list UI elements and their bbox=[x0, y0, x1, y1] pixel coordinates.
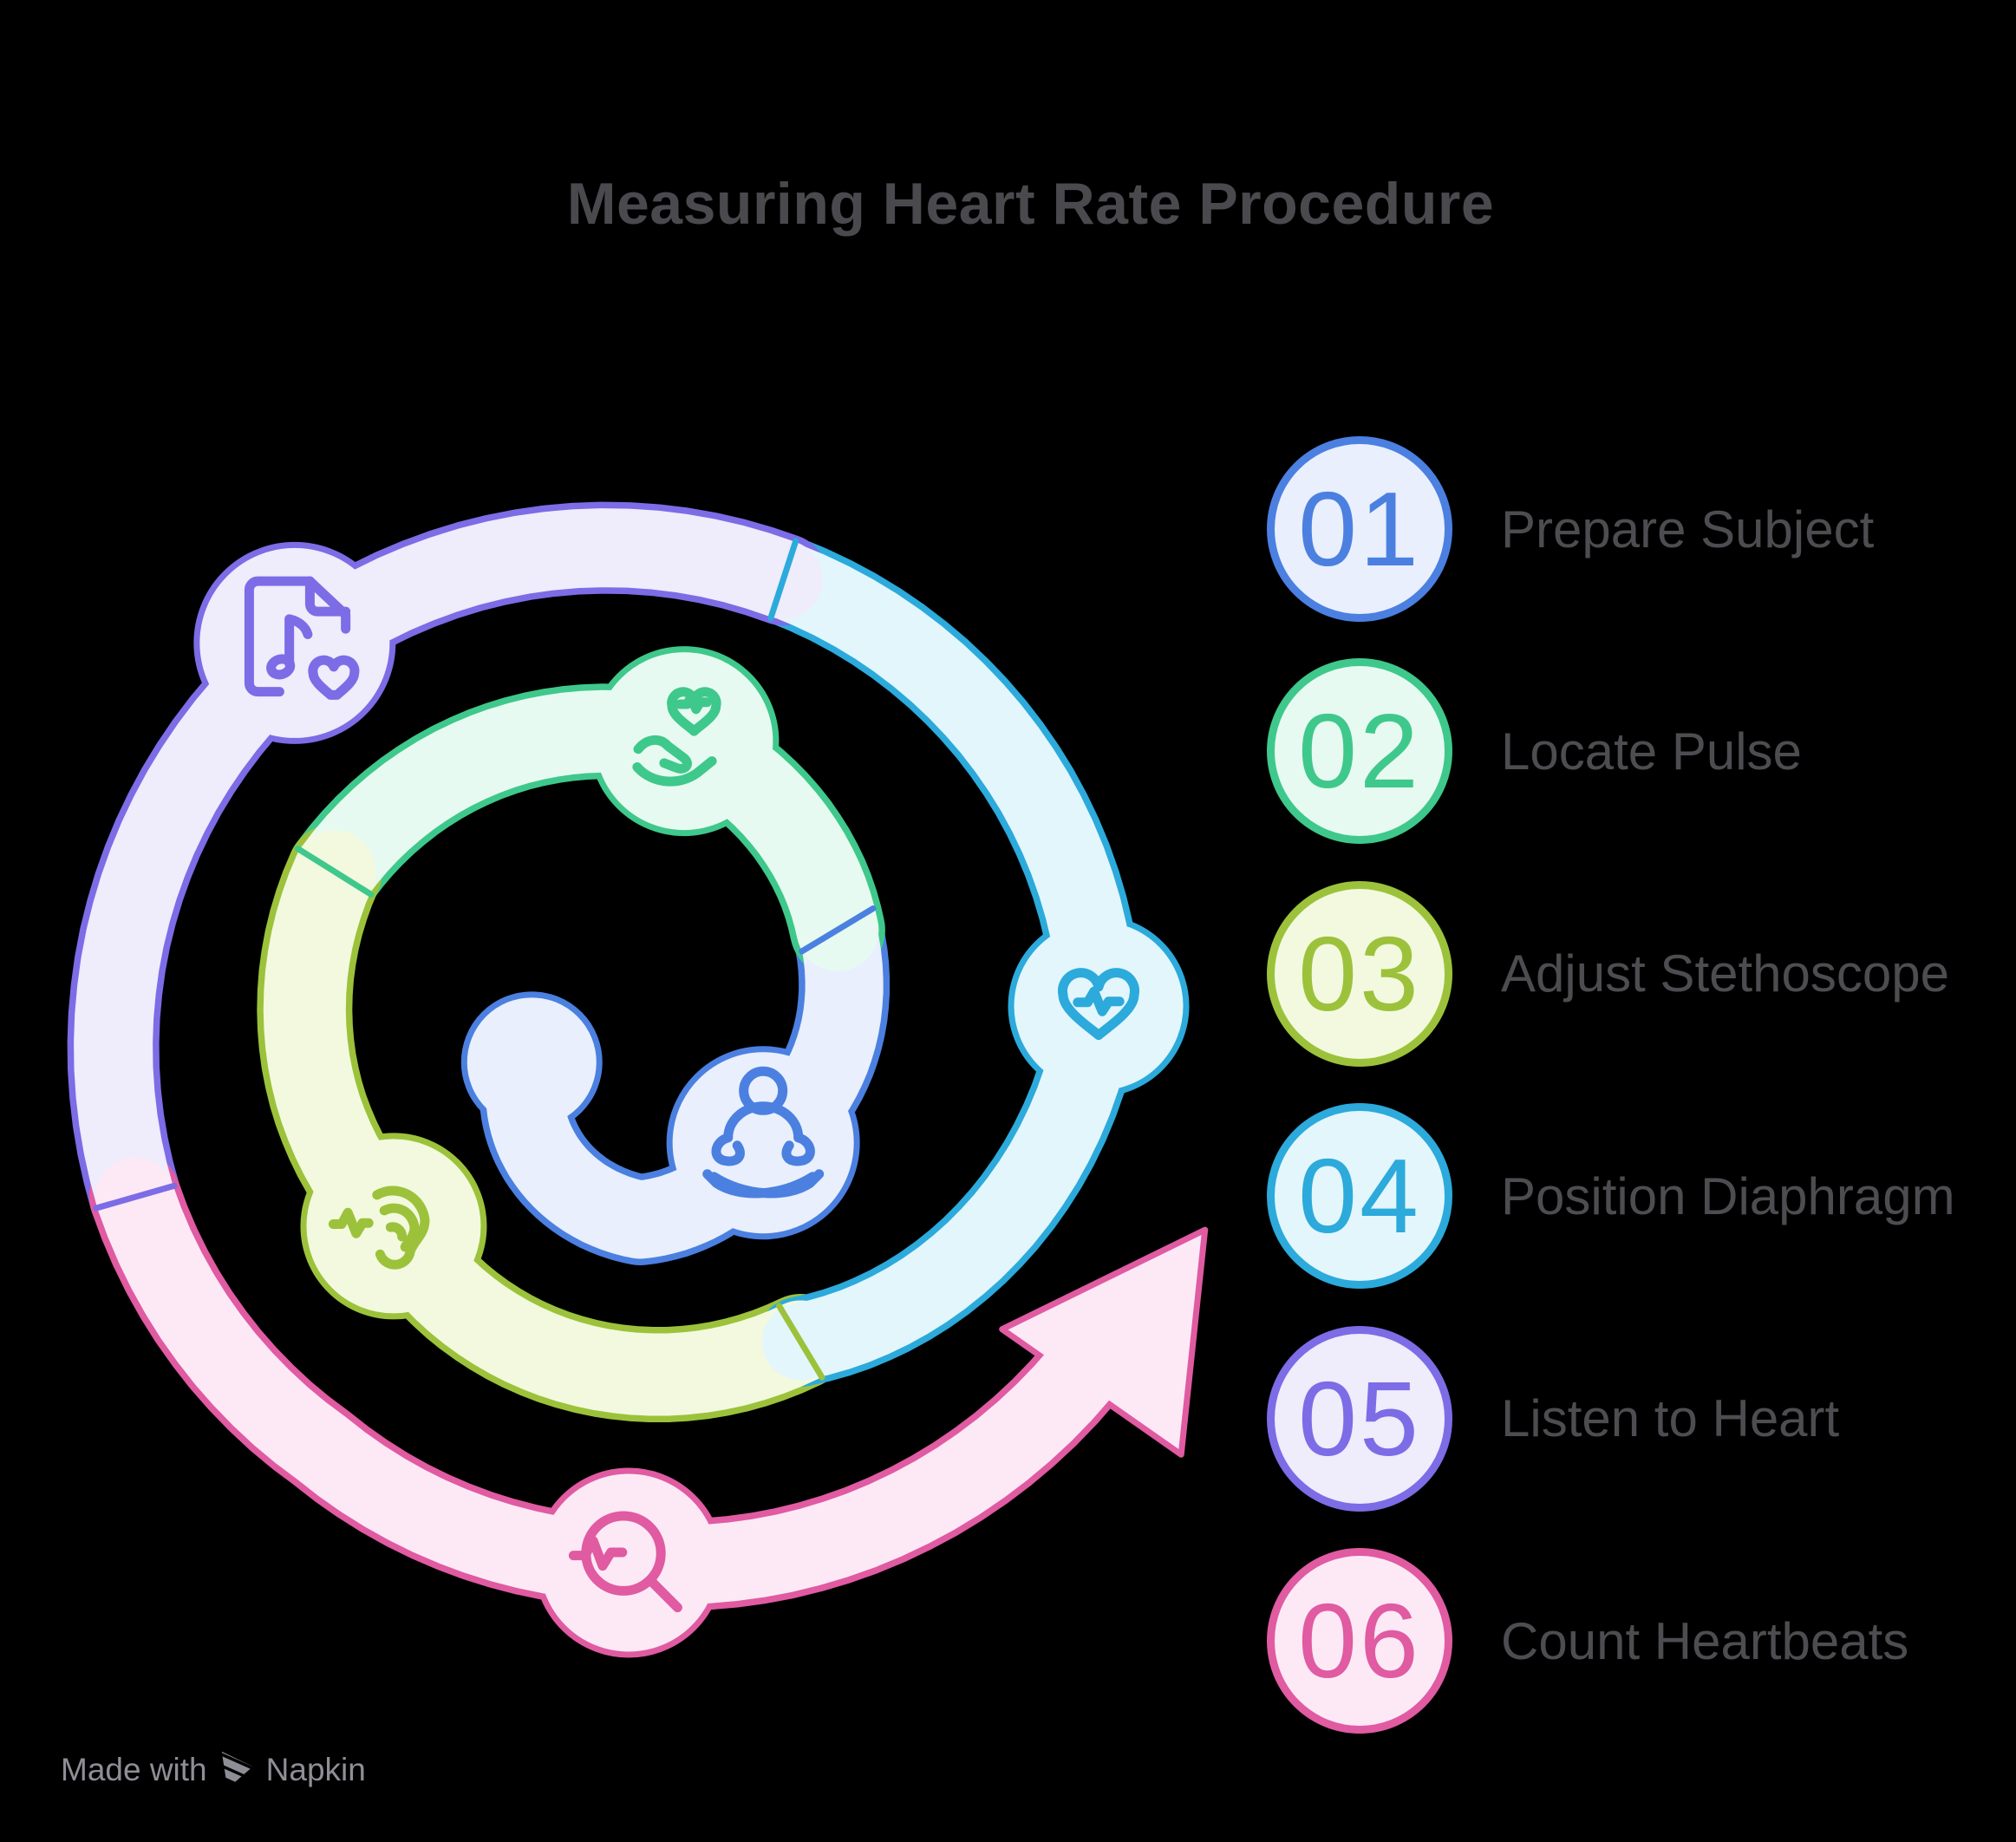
step-row: 06 Count Heartbeats bbox=[1267, 1548, 1908, 1734]
step-number-badge: 01 bbox=[1267, 436, 1452, 622]
step-label: Locate Pulse bbox=[1501, 722, 1802, 781]
segment-boundary bbox=[776, 1303, 825, 1381]
segment-boundary bbox=[799, 905, 877, 955]
step-number-badge: 06 bbox=[1267, 1548, 1452, 1734]
spiral-band-fill-06 bbox=[95, 1157, 1139, 1604]
watermark-text: Made with bbox=[61, 1752, 207, 1787]
spiral-band-fill-03 bbox=[263, 830, 842, 1416]
step-label: Position Diaphragm bbox=[1501, 1166, 1955, 1225]
step-row: 03 Adjust Stethoscope bbox=[1267, 880, 1950, 1067]
step-row: 02 Locate Pulse bbox=[1267, 658, 1802, 845]
spiral-band-fill-02 bbox=[293, 689, 879, 971]
step-label: Prepare Subject bbox=[1501, 500, 1875, 558]
step-label: Count Heartbeats bbox=[1501, 1611, 1909, 1670]
step-label: Adjust Stethoscope bbox=[1501, 944, 1950, 1003]
spiral-band-fill-05 bbox=[74, 508, 823, 1237]
heart-pulse-icon bbox=[1058, 968, 1139, 1041]
hand-holding-heart-icon bbox=[632, 687, 721, 787]
step-label: Listen to Heart bbox=[1501, 1389, 1840, 1448]
segment-boundary bbox=[93, 1182, 178, 1212]
step-row: 01 Prepare Subject bbox=[1267, 436, 1874, 622]
segment-boundary bbox=[767, 538, 799, 622]
step-row: 04 Position Diaphragm bbox=[1267, 1103, 1955, 1290]
magnifier-pulse-icon bbox=[568, 1511, 682, 1613]
page-title: Measuring Heart Rate Procedure bbox=[566, 170, 1495, 237]
meditating-person-icon bbox=[702, 1066, 825, 1199]
napkin-logo-icon bbox=[221, 1751, 253, 1789]
ear-listening-icon bbox=[328, 1186, 430, 1270]
segment-boundary bbox=[294, 846, 375, 898]
step-number-badge: 02 bbox=[1267, 658, 1452, 845]
step-number-badge: 05 bbox=[1267, 1325, 1452, 1512]
napkin-watermark: Made with Napkin bbox=[61, 1750, 366, 1790]
spiral-band-fill-01 bbox=[486, 891, 884, 1259]
watermark-brand: Napkin bbox=[265, 1752, 366, 1787]
music-file-heart-icon bbox=[244, 576, 360, 700]
step-number-badge: 03 bbox=[1267, 880, 1452, 1067]
step-row: 05 Listen to Heart bbox=[1267, 1325, 1840, 1512]
step-number-badge: 04 bbox=[1267, 1103, 1452, 1290]
